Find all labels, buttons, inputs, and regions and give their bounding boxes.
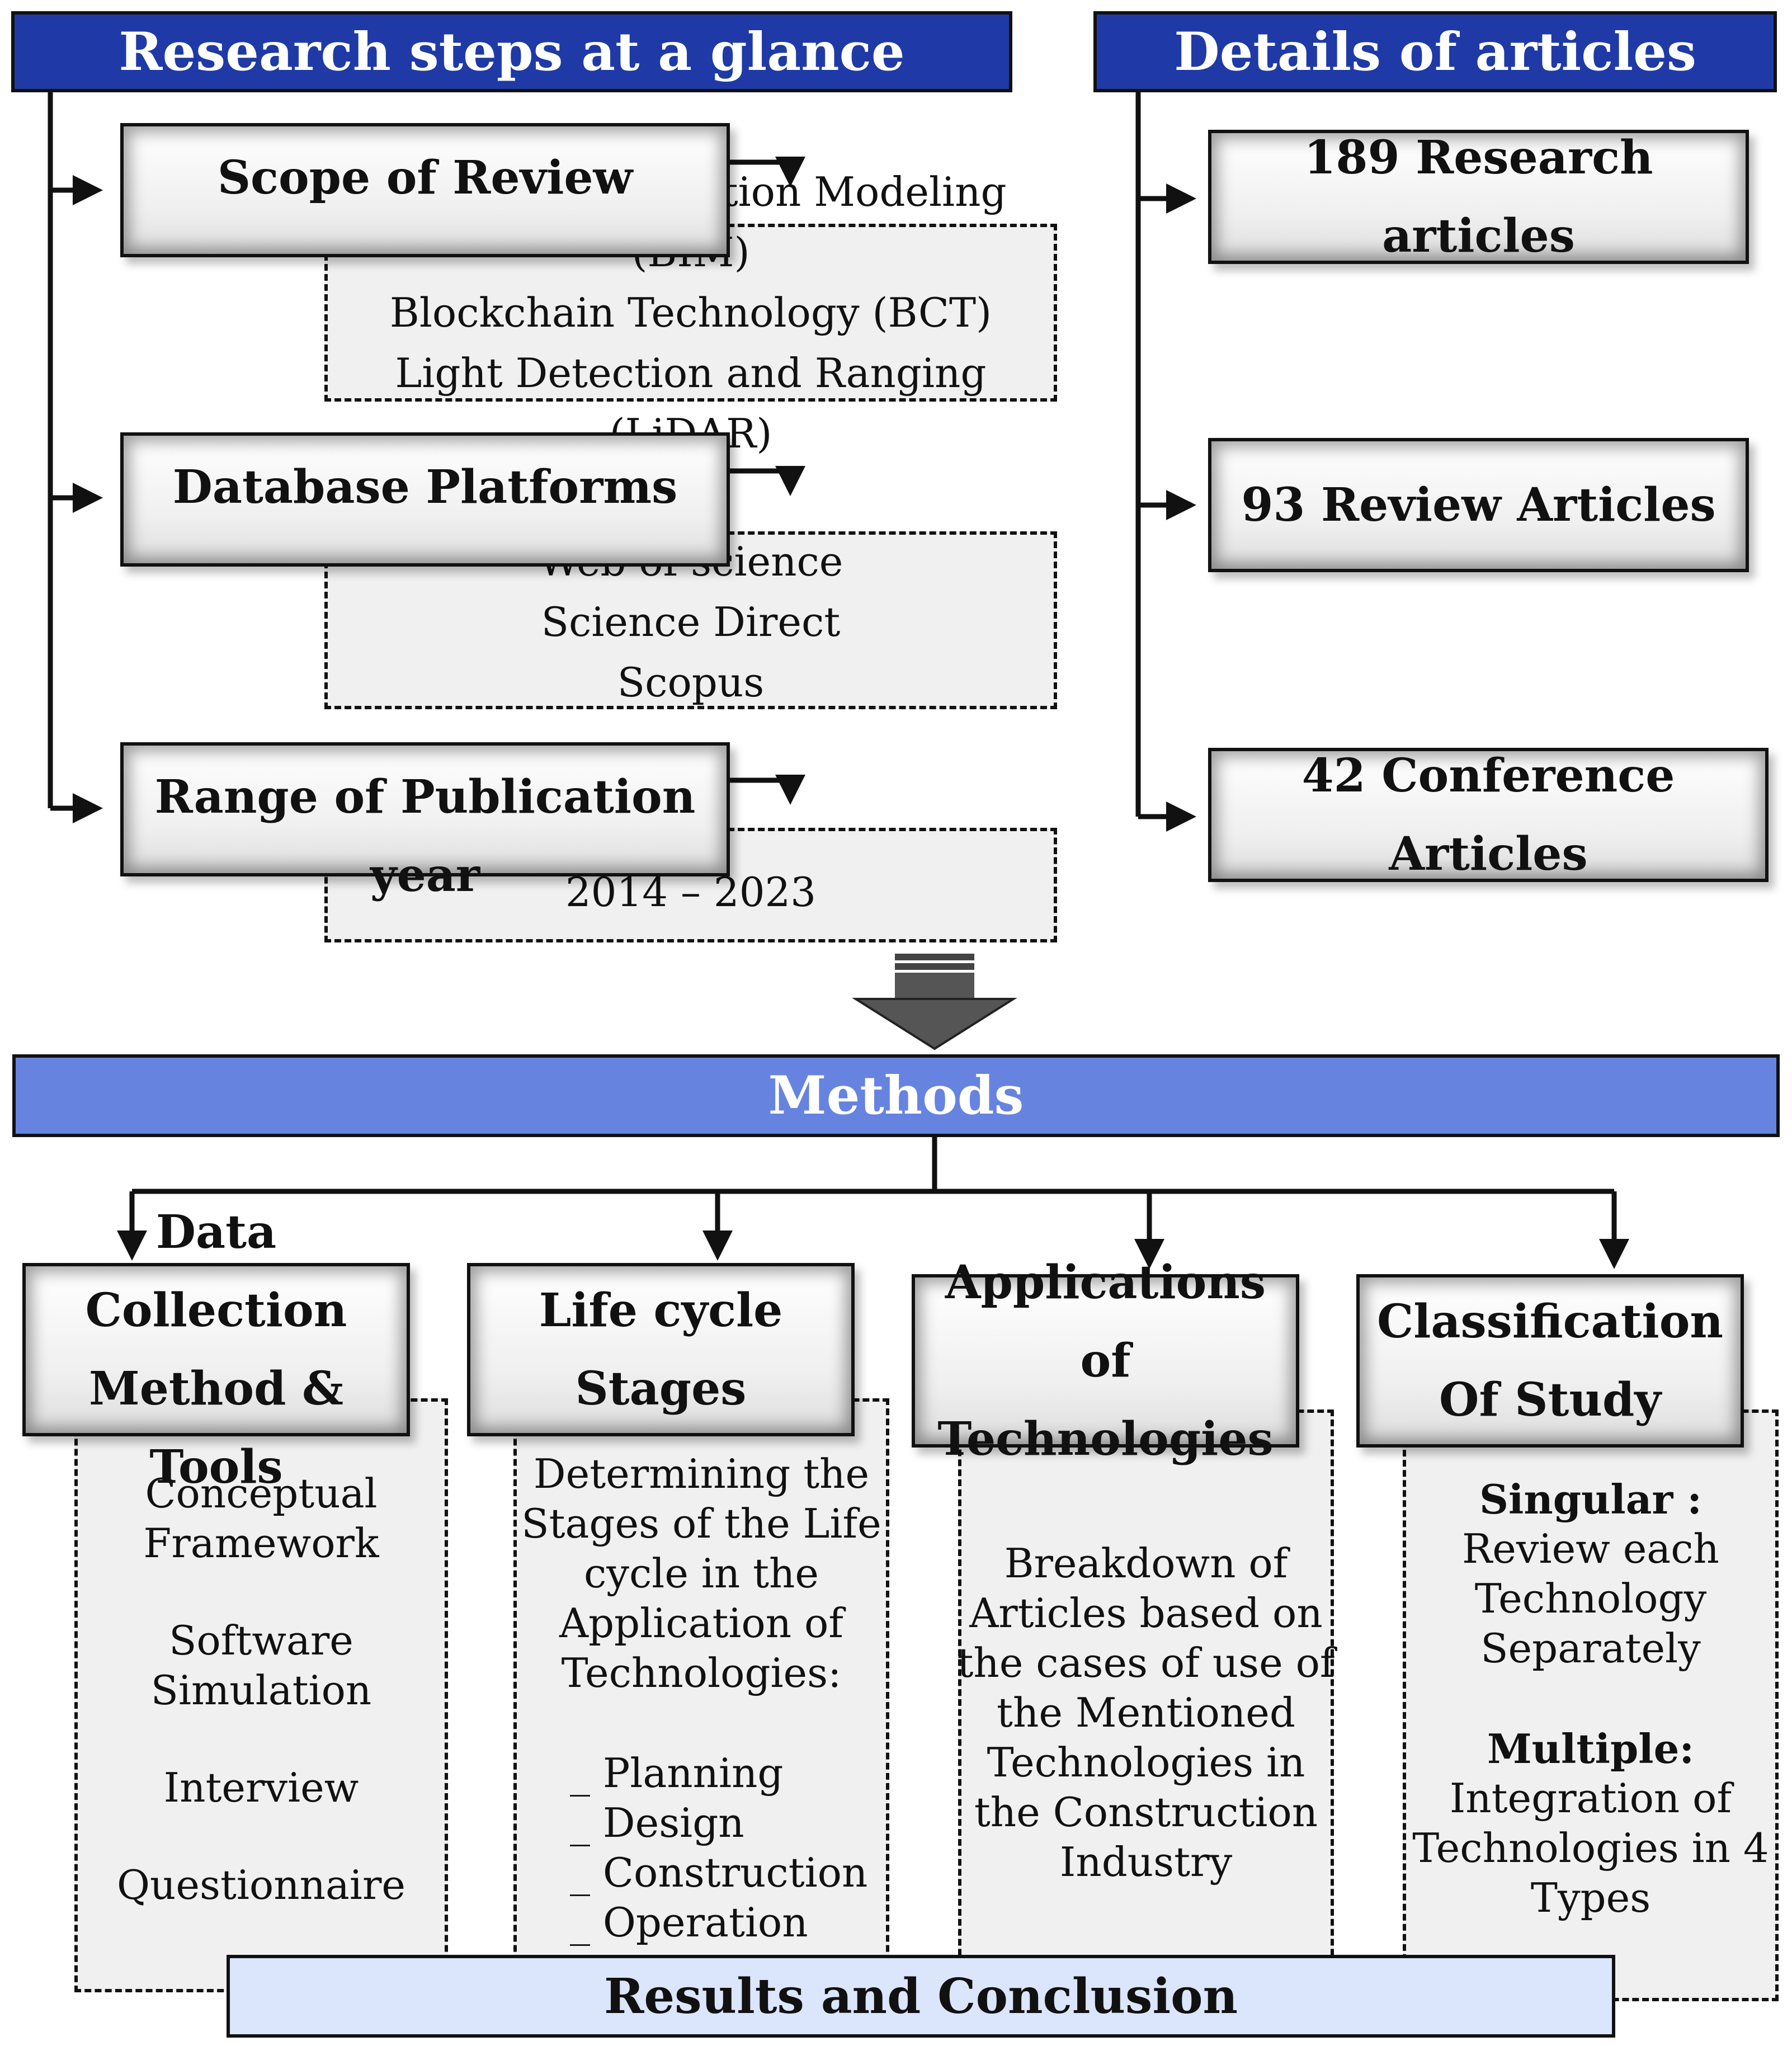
applications-text-line: Industry bbox=[1059, 1838, 1233, 1885]
multiple-text-line: Types bbox=[1530, 1874, 1651, 1921]
method-item: Questionnaire bbox=[117, 1861, 405, 1908]
classification-details-box: Singular : Review each Technology Separa… bbox=[1403, 1409, 1779, 2001]
research-articles-box: 189 Research articles bbox=[1208, 130, 1749, 264]
applications-text-line: the cases of use of bbox=[957, 1639, 1335, 1686]
multiple-text-line: Integration of bbox=[1449, 1775, 1732, 1822]
applications-details-box: Breakdown of Articles based on the cases… bbox=[957, 1409, 1335, 1986]
stage-item: _ Operation bbox=[570, 1899, 808, 1946]
stage-item: _ Design bbox=[570, 1799, 744, 1846]
elbow-arrow-database bbox=[730, 466, 805, 496]
database-platforms-box: Database Platforms bbox=[120, 432, 730, 567]
applications-text-line: the Mentioned bbox=[997, 1689, 1295, 1736]
method-title-line: Technologies bbox=[937, 1412, 1274, 1466]
stage-item: _ Planning bbox=[570, 1750, 784, 1797]
top-connectors bbox=[48, 92, 1196, 1050]
methods-header: Methods bbox=[12, 1054, 1780, 1137]
method-title-line: Of Study bbox=[1439, 1373, 1661, 1427]
singular-label: Singular : bbox=[1479, 1475, 1702, 1523]
applications-text-line: Breakdown of bbox=[1004, 1540, 1288, 1587]
data-collection-method-box: Data Collection Method & Tools bbox=[22, 1205, 410, 1494]
stage-list: _ Planning _ Design _ Construction _ Ope… bbox=[517, 1748, 867, 1948]
applications-text-line: Technologies in bbox=[987, 1739, 1305, 1786]
conference-articles-box: 42 Conference Articles bbox=[1208, 748, 1769, 882]
big-down-arrow-icon bbox=[852, 954, 1017, 1050]
singular-text-line: Technology bbox=[1474, 1575, 1707, 1622]
year-range: 2014 – 2023 bbox=[565, 869, 817, 916]
method-title-line: Applications of bbox=[945, 1256, 1266, 1388]
scope-of-review-box: Scope of Review bbox=[120, 123, 730, 257]
method-title-line: Stages bbox=[575, 1362, 747, 1416]
life-cycle-text-line: Application of bbox=[559, 1600, 844, 1647]
results-and-conclusion-bar: Results and Conclusion bbox=[227, 1955, 1615, 2038]
details-of-articles-header: Details of articles bbox=[1093, 11, 1777, 92]
method-title-line: Life cycle bbox=[539, 1284, 783, 1337]
method-item: Simulation bbox=[150, 1667, 372, 1714]
method-item: Software bbox=[169, 1617, 353, 1664]
life-cycle-stages-box: Life cycle Stages bbox=[467, 1263, 855, 1436]
life-cycle-text-line: Technologies: bbox=[561, 1649, 842, 1696]
stage-item: _ Construction bbox=[570, 1849, 868, 1896]
review-articles-box: 93 Review Articles bbox=[1208, 438, 1749, 572]
multiple-text-line: Technologies in 4 bbox=[1412, 1825, 1769, 1871]
database-item: Science Direct bbox=[541, 598, 841, 645]
singular-text-line: Separately bbox=[1480, 1625, 1701, 1672]
data-collection-details-box: Conceptual Framework Software Simulation… bbox=[74, 1398, 448, 1992]
method-title-line: Classification bbox=[1376, 1295, 1724, 1349]
elbow-arrow-range bbox=[730, 775, 805, 805]
database-item: Scopus bbox=[617, 659, 765, 706]
method-item: Conceptual bbox=[145, 1470, 378, 1517]
method-item: Framework bbox=[143, 1520, 379, 1567]
method-item: Interview bbox=[163, 1764, 359, 1811]
method-title-line: Method & Tools bbox=[88, 1362, 344, 1494]
applications-text-line: Articles based on bbox=[969, 1590, 1323, 1637]
applications-text-line: the Construction bbox=[974, 1789, 1318, 1836]
life-cycle-text-line: Stages of the Life bbox=[521, 1500, 881, 1547]
multiple-label: Multiple: bbox=[1487, 1725, 1695, 1772]
elbow-arrow-scope bbox=[730, 157, 805, 187]
life-cycle-details-box: Determining the Stages of the Life cycle… bbox=[513, 1398, 889, 1992]
life-cycle-text-line: Determining the bbox=[533, 1450, 870, 1497]
life-cycle-text-line: cycle in the bbox=[583, 1550, 819, 1597]
applications-of-technologies-box: Applications of Technologies bbox=[912, 1256, 1299, 1466]
methods-connectors bbox=[117, 1135, 1629, 1269]
classification-of-study-box: Classification Of Study bbox=[1356, 1274, 1744, 1448]
scope-item: Blockchain Technology (BCT) bbox=[389, 289, 992, 336]
method-title-line: Data Collection bbox=[85, 1205, 347, 1337]
singular-text-line: Review each bbox=[1462, 1525, 1719, 1572]
range-of-publication-year-box: Range of Publication year bbox=[120, 742, 730, 902]
research-steps-header: Research steps at a glance bbox=[11, 11, 1012, 92]
